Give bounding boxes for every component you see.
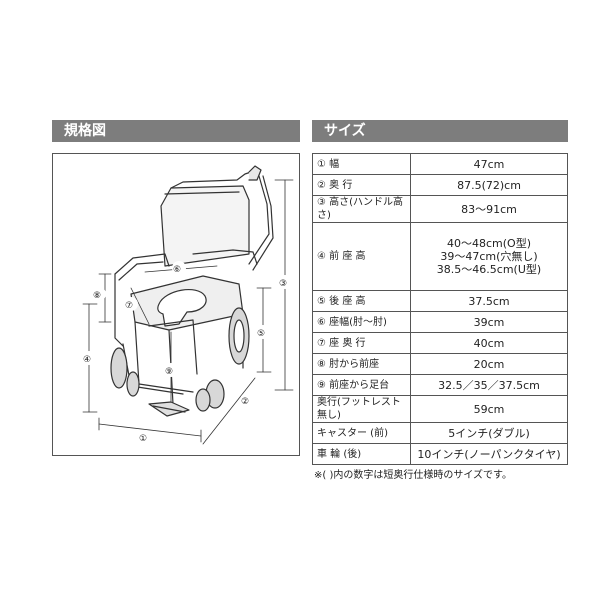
spec-row: ⑨ 前座から足台 32.5／35／37.5cm — [312, 374, 568, 396]
spec-value: 83〜91cm — [410, 195, 568, 223]
spec-row: 車 輪 (後) 10インチ(ノーパンクタイヤ) — [312, 443, 568, 465]
spec-value-line: 20cm — [473, 357, 505, 371]
spec-value-line: 40〜48cm(O型) — [447, 237, 531, 250]
diagram-section-header: 規格図 — [52, 120, 300, 142]
wheelchair-drawing: ① ② ③ ④ ⑤ ⑥ ⑦ ⑧ ⑨ — [82, 165, 294, 445]
spec-value: 40cm — [410, 332, 568, 354]
spec-value-line: 10インチ(ノーパンクタイヤ) — [417, 447, 561, 461]
spec-value-line: 47cm — [473, 157, 505, 171]
spec-label: 車 輪 (後) — [312, 443, 411, 465]
spec-row: ⑤ 後 座 高 37.5cm — [312, 290, 568, 312]
spec-label: ⑨ 前座から足台 — [312, 374, 411, 396]
spec-row: ⑦ 座 奥 行 40cm — [312, 332, 568, 354]
spec-value-line: 32.5／35／37.5cm — [438, 378, 540, 392]
spec-value: 20cm — [410, 353, 568, 375]
spec-value: 39cm — [410, 311, 568, 333]
spec-label: ③ 高さ(ハンドル高さ) — [312, 195, 411, 223]
dim-label-seat-width: ⑥ — [173, 265, 181, 275]
spec-value: 47cm — [410, 153, 568, 175]
spec-value: 37.5cm — [410, 290, 568, 312]
spec-value-line: 59cm — [473, 402, 505, 416]
dim-label-rear-seat: ⑤ — [257, 329, 265, 339]
spec-label: ② 奥 行 — [312, 174, 411, 196]
spec-label: ⑥ 座幅(肘〜肘) — [312, 311, 411, 333]
spec-value-line: 87.5(72)cm — [457, 178, 521, 192]
dim-label-front-seat: ④ — [83, 355, 91, 365]
spec-row: ⑥ 座幅(肘〜肘) 39cm — [312, 311, 568, 333]
dim-label-height: ③ — [279, 279, 287, 289]
size-section-header: サイズ — [312, 120, 568, 142]
dim-label-width: ① — [139, 434, 147, 444]
spec-value-line: 40cm — [473, 336, 505, 350]
spec-value: 59cm — [410, 395, 568, 423]
dim-label-seat-to-foot: ⑨ — [165, 367, 173, 377]
spec-value: 32.5／35／37.5cm — [410, 374, 568, 396]
spec-value-line: 39〜47cm(穴無し) — [440, 250, 538, 263]
spec-row: キャスター (前) 5インチ(ダブル) — [312, 422, 568, 444]
spec-value-line: 37.5cm — [468, 294, 510, 308]
spec-label: ④ 前 座 高 — [312, 222, 411, 291]
dim-label-depth: ② — [241, 397, 249, 407]
spec-value: 10インチ(ノーパンクタイヤ) — [410, 443, 568, 465]
spec-label: ⑦ 座 奥 行 — [312, 332, 411, 354]
spec-value: 87.5(72)cm — [410, 174, 568, 196]
spec-row: ② 奥 行 87.5(72)cm — [312, 174, 568, 196]
wheelchair-diagram: ① ② ③ ④ ⑤ ⑥ ⑦ ⑧ ⑨ — [52, 153, 300, 456]
spec-label: キャスター (前) — [312, 422, 411, 444]
spec-label: ⑧ 肘から前座 — [312, 353, 411, 375]
spec-row: ③ 高さ(ハンドル高さ) 83〜91cm — [312, 195, 568, 223]
dim-label-arm-to-seat: ⑧ — [93, 291, 101, 301]
spec-row: 奥行(フットレスト無し) 59cm — [312, 395, 568, 423]
spec-label: ① 幅 — [312, 153, 411, 175]
spec-label: ⑤ 後 座 高 — [312, 290, 411, 312]
spec-value-line: 39cm — [473, 315, 505, 329]
spec-value-line: 38.5〜46.5cm(U型) — [436, 263, 542, 276]
size-spec-table: ① 幅 47cm ② 奥 行 87.5(72)cm ③ 高さ(ハンドル高さ) 83〜91c… — [312, 153, 568, 465]
spec-value: 5インチ(ダブル) — [410, 422, 568, 444]
spec-row: ① 幅 47cm — [312, 153, 568, 175]
spec-value-line: 83〜91cm — [461, 202, 517, 216]
footnote: ※( )内の数字は短奥行仕様時のサイズです。 — [314, 470, 513, 481]
spec-row: ⑧ 肘から前座 20cm — [312, 353, 568, 375]
spec-value: 40〜48cm(O型)39〜47cm(穴無し)38.5〜46.5cm(U型) — [410, 222, 568, 291]
dim-label-seat-depth: ⑦ — [125, 301, 133, 311]
spec-value-line: 5インチ(ダブル) — [448, 426, 530, 440]
spec-label: 奥行(フットレスト無し) — [312, 395, 411, 423]
